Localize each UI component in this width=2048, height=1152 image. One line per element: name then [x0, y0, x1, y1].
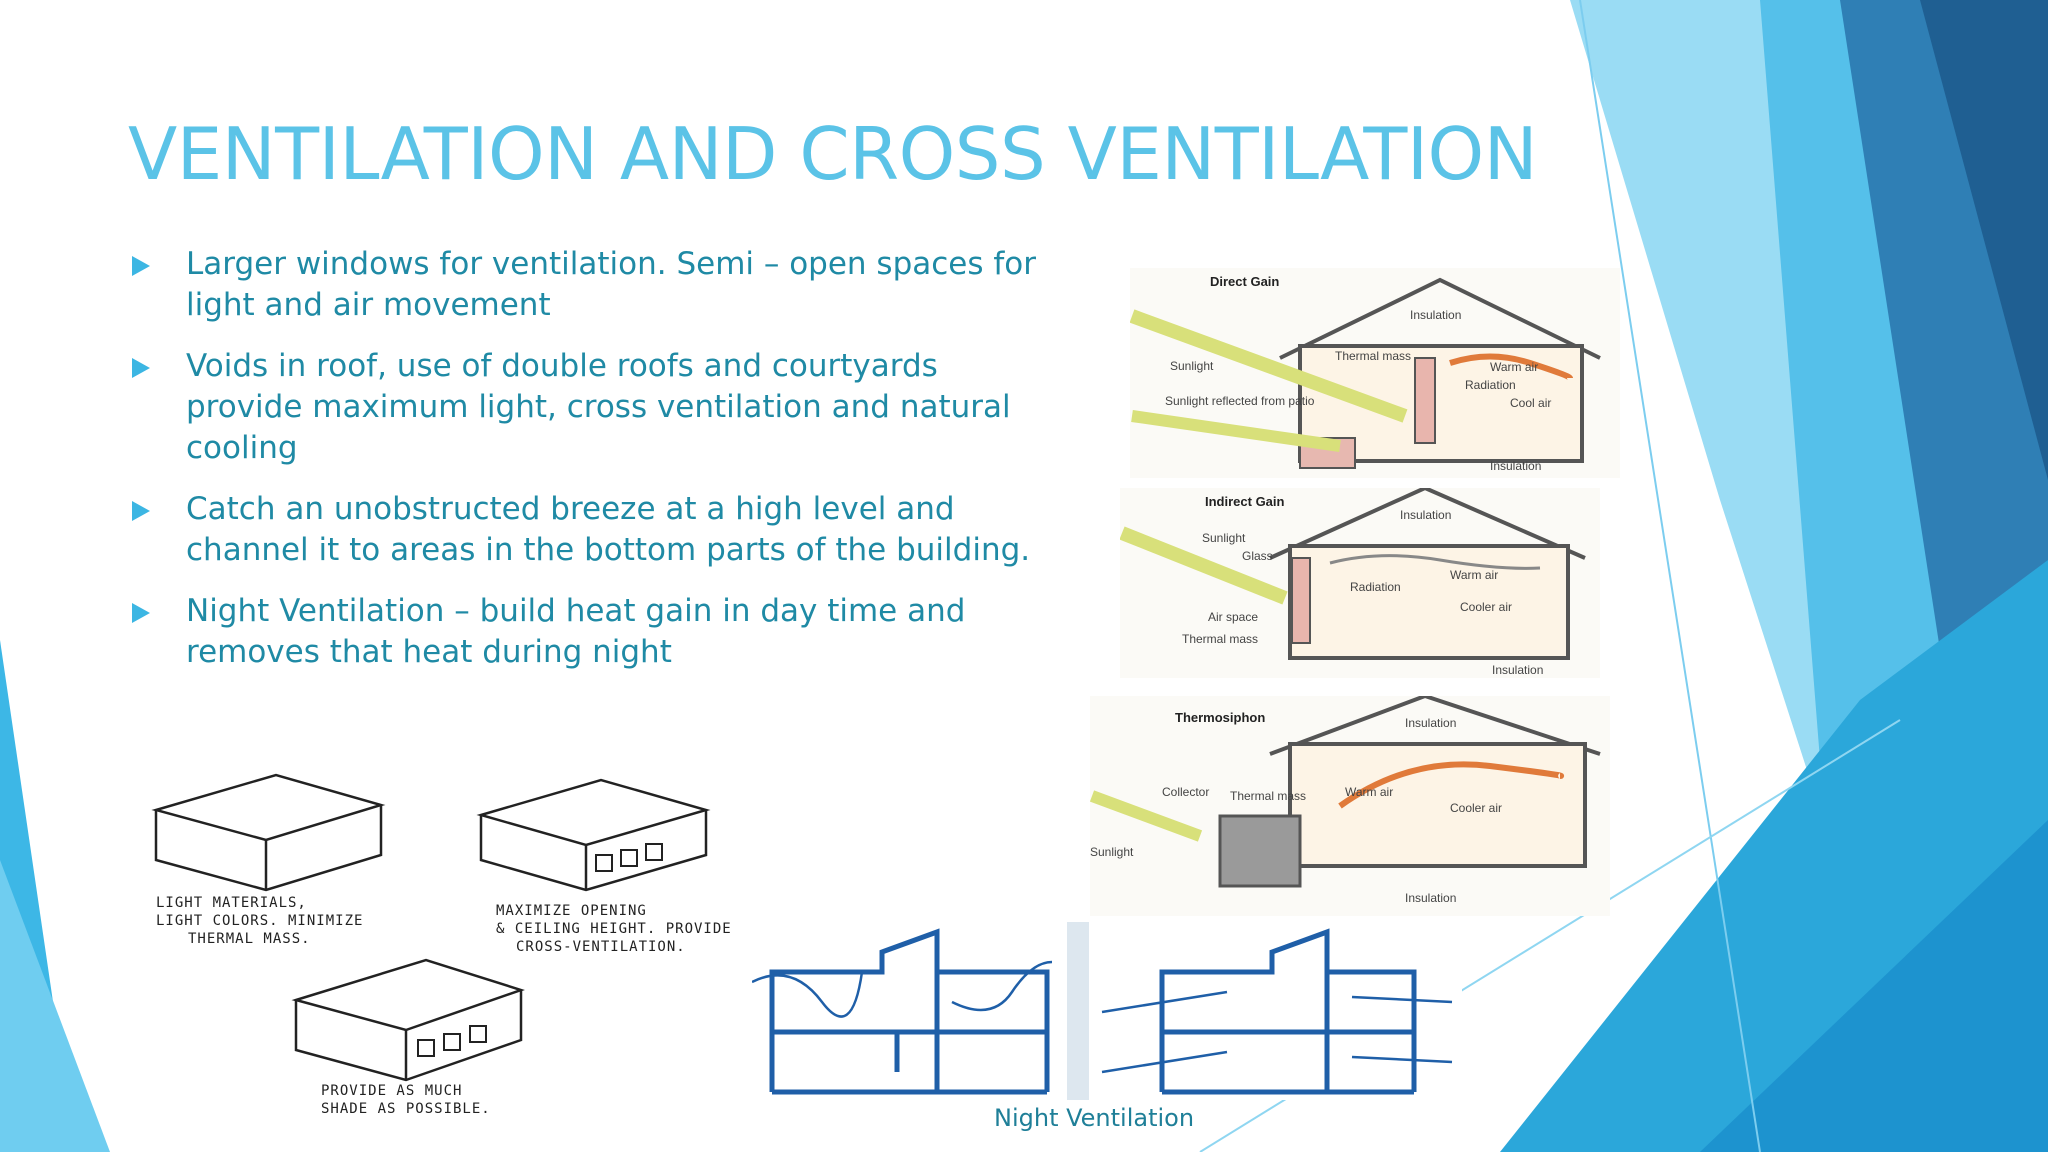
svg-text:LIGHT COLORS. MINIMIZE: LIGHT COLORS. MINIMIZE [156, 913, 363, 929]
slide-title: VENTILATION AND CROSS VENTILATION [128, 112, 1538, 196]
svg-text:THERMAL MASS.: THERMAL MASS. [188, 931, 311, 947]
bullet-item: Catch an unobstructed breeze at a high l… [132, 489, 1062, 571]
bullet-text: Larger windows for ventilation. Semi – o… [186, 246, 1037, 323]
svg-text:Warm air: Warm air [1345, 785, 1393, 799]
svg-text:PROVIDE AS MUCH: PROVIDE AS MUCH [321, 1083, 462, 1099]
svg-text:Warm air: Warm air [1450, 568, 1498, 582]
night-ventilation-diagram [752, 922, 1462, 1100]
svg-text:Insulation: Insulation [1400, 508, 1451, 522]
svg-text:Insulation: Insulation [1405, 891, 1456, 905]
massing-sketches: LIGHT MATERIALS, LIGHT COLORS. MINIMIZE … [146, 760, 766, 1130]
svg-text:Cooler air: Cooler air [1460, 600, 1512, 614]
svg-text:Collector: Collector [1162, 785, 1209, 799]
svg-text:Air space: Air space [1208, 610, 1258, 624]
bullet-arrow-icon [132, 603, 150, 623]
bullet-arrow-icon [132, 358, 150, 378]
svg-text:Thermal mass: Thermal mass [1335, 349, 1411, 363]
bullet-text: Night Ventilation – build heat gain in d… [186, 593, 966, 670]
diagram-caption: Night Ventilation [994, 1104, 1195, 1132]
diagram-title: Direct Gain [1210, 274, 1279, 289]
bullet-text: Catch an unobstructed breeze at a high l… [186, 491, 1031, 568]
svg-text:Insulation: Insulation [1410, 308, 1461, 322]
svg-text:Insulation: Insulation [1405, 716, 1456, 730]
svg-text:Cool air: Cool air [1510, 396, 1551, 410]
svg-text:Glass: Glass [1242, 549, 1273, 563]
bullet-list: Larger windows for ventilation. Semi – o… [132, 244, 1062, 693]
svg-text:Insulation: Insulation [1492, 663, 1543, 677]
svg-text:CROSS-VENTILATION.: CROSS-VENTILATION. [516, 939, 686, 955]
svg-text:Radiation: Radiation [1350, 580, 1401, 594]
svg-text:Sunlight: Sunlight [1090, 845, 1134, 859]
bullet-item: Night Ventilation – build heat gain in d… [132, 591, 1062, 673]
direct-gain-diagram: Direct Gain Insulation Sunlight Thermal … [1130, 268, 1620, 478]
svg-text:LIGHT MATERIALS,: LIGHT MATERIALS, [156, 895, 307, 911]
svg-text:Thermal mass: Thermal mass [1182, 632, 1258, 646]
svg-text:Sunlight: Sunlight [1170, 359, 1214, 373]
diagram-title: Thermosiphon [1175, 710, 1265, 725]
svg-text:SHADE AS POSSIBLE.: SHADE AS POSSIBLE. [321, 1101, 491, 1117]
bullet-item: Voids in roof, use of double roofs and c… [132, 346, 1062, 469]
svg-text:Sunlight reflected from patio: Sunlight reflected from patio [1165, 394, 1315, 408]
svg-text:MAXIMIZE OPENING: MAXIMIZE OPENING [496, 903, 647, 919]
diagram-title: Indirect Gain [1205, 494, 1285, 509]
svg-text:Cooler air: Cooler air [1450, 801, 1502, 815]
svg-text:& CEILING HEIGHT. PROVIDE: & CEILING HEIGHT. PROVIDE [496, 921, 732, 937]
indirect-gain-diagram: Indirect Gain Insulation Sunlight Glass … [1120, 488, 1600, 678]
svg-text:Insulation: Insulation [1490, 459, 1541, 473]
svg-text:Radiation: Radiation [1465, 378, 1516, 392]
bullet-item: Larger windows for ventilation. Semi – o… [132, 244, 1062, 326]
bullet-text: Voids in roof, use of double roofs and c… [186, 348, 1011, 466]
bullet-arrow-icon [132, 256, 150, 276]
svg-text:Warm air: Warm air [1490, 360, 1538, 374]
svg-text:Sunlight: Sunlight [1202, 531, 1246, 545]
bullet-arrow-icon [132, 501, 150, 521]
thermosiphon-diagram: Thermosiphon Insulation Collector Therma… [1090, 696, 1610, 916]
svg-text:Thermal mass: Thermal mass [1230, 789, 1306, 803]
